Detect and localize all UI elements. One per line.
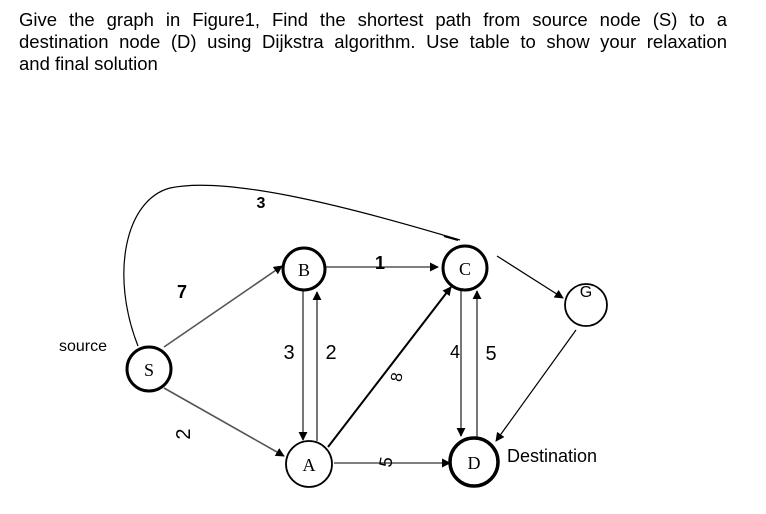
edge-a-c	[327, 286, 452, 448]
weight-a-b: 2	[325, 342, 336, 364]
weight-a-d: 5	[375, 455, 396, 468]
node-b-label: B	[298, 260, 310, 280]
weight-s-b: 7	[177, 282, 187, 302]
weight-b-c: 1	[375, 253, 385, 273]
weight-a-c: 8	[388, 371, 406, 383]
question-line-1: Give the graph in Figure1, Find the shor…	[19, 9, 727, 30]
weight-s-a: 2	[173, 428, 195, 439]
source-label: source	[59, 338, 107, 355]
node-g-label: G	[580, 284, 592, 301]
node-g: G	[564, 283, 608, 327]
weight-d-c: 5	[485, 343, 496, 365]
weight-s-c: 3	[257, 195, 266, 212]
destination-label: Destination	[507, 446, 597, 466]
node-b: B	[281, 246, 327, 292]
edge-c-g	[496, 255, 564, 299]
node-d-label: D	[468, 453, 481, 473]
edge-s-c	[123, 184, 461, 347]
edge-g-d	[495, 329, 577, 442]
node-c-label: C	[459, 259, 471, 279]
weight-b-a: 3	[283, 342, 294, 364]
node-s-label: S	[144, 360, 154, 380]
node-a: A	[285, 440, 333, 488]
node-s: S	[125, 345, 173, 393]
node-a-label: A	[303, 455, 316, 475]
edge-s-c-tick	[443, 235, 459, 241]
edge-s-a	[163, 387, 285, 457]
weight-c-d: 4	[450, 342, 460, 362]
question-text: Give the graph in Figure1, Find the shor…	[19, 9, 727, 75]
question-line-2: destination node (D) using Dijkstra algo…	[19, 31, 727, 52]
node-d: D	[448, 436, 500, 488]
question-line-3: and final solution	[19, 53, 158, 74]
node-c: C	[441, 244, 489, 292]
edge-s-b	[163, 265, 283, 348]
